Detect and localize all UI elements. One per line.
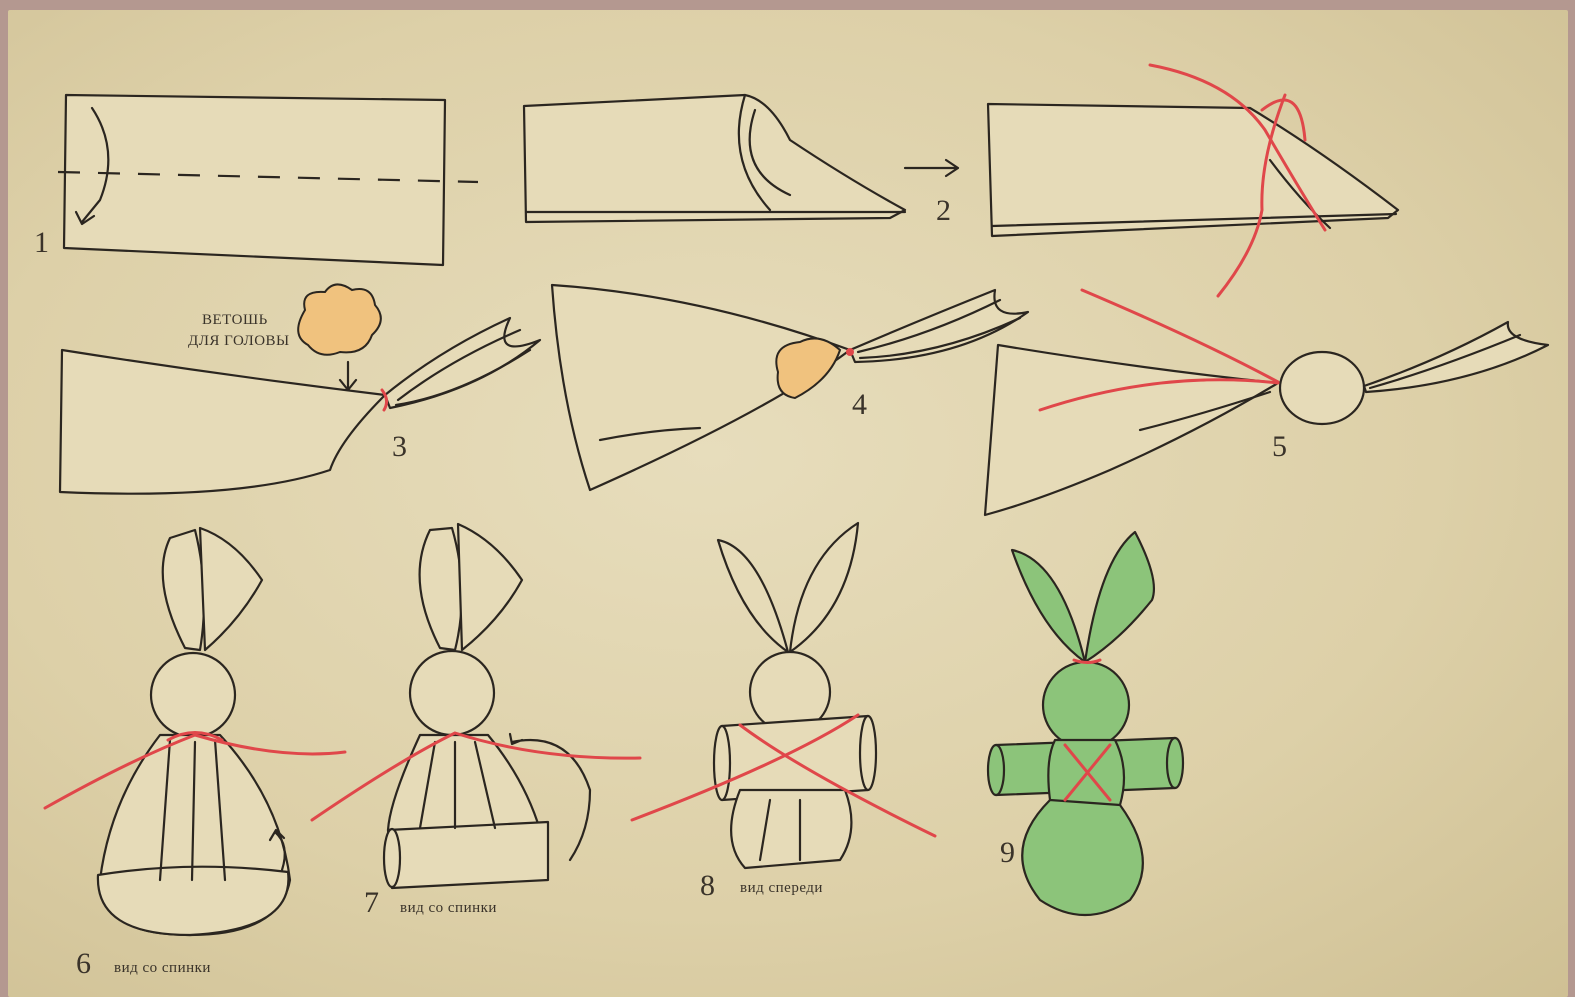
step-3-head-stuffing bbox=[60, 284, 540, 493]
step-4-number: 4 bbox=[852, 388, 867, 421]
step-7-caption: вид со спинки bbox=[400, 900, 497, 916]
next-arrow bbox=[905, 160, 958, 176]
rag-caption-line1: ВЕТОШЬ bbox=[202, 312, 268, 328]
step-6-caption: вид со спинки bbox=[114, 960, 211, 976]
step-2-number: 2 bbox=[936, 194, 951, 227]
step-7-number: 7 bbox=[364, 886, 379, 919]
step-8-number: 8 bbox=[700, 869, 715, 902]
step-1-number: 1 bbox=[34, 226, 49, 259]
step-2-tied-fabric bbox=[988, 65, 1398, 296]
step-6-number: 6 bbox=[76, 947, 91, 980]
step-7-doll-back-folded bbox=[312, 524, 640, 888]
step-9-finished-doll bbox=[988, 532, 1183, 915]
step-8-caption: вид спереди bbox=[740, 880, 823, 896]
step-6-doll-back bbox=[45, 528, 345, 935]
step-3-number: 3 bbox=[392, 430, 407, 463]
step-9-number: 9 bbox=[1000, 836, 1015, 869]
step-4-wrapped-head bbox=[552, 285, 1028, 490]
step-5-tied-head bbox=[985, 290, 1548, 515]
step-2-folded-fabric bbox=[524, 95, 905, 222]
step-5-number: 5 bbox=[1272, 430, 1287, 463]
step-1-fabric-fold bbox=[58, 95, 478, 265]
step-8-doll-front bbox=[632, 523, 935, 868]
rag-caption-line2: ДЛЯ ГОЛОВЫ bbox=[188, 333, 290, 349]
